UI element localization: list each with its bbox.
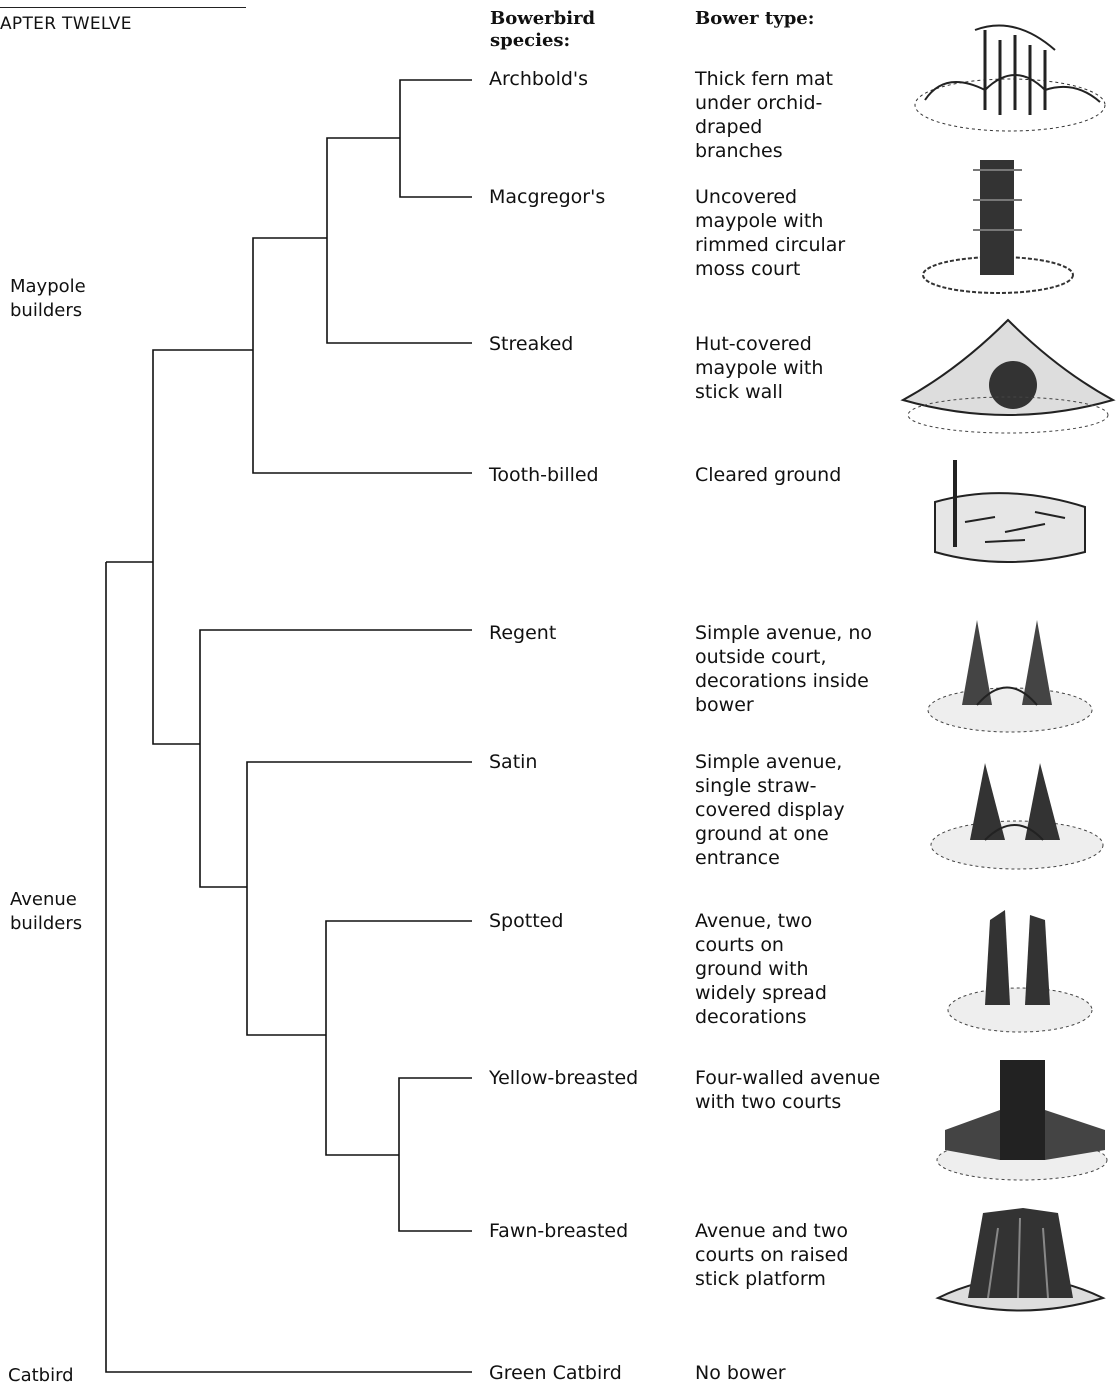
platform-avenue-drawing xyxy=(928,1198,1113,1328)
bower-description: Avenue, two courts on ground with widely… xyxy=(695,909,845,1029)
species-name: Spotted xyxy=(489,909,563,933)
bower-description: No bower xyxy=(695,1361,905,1385)
species-name: Regent xyxy=(489,621,556,645)
branch-satin xyxy=(247,762,472,1035)
species-name: Green Catbird xyxy=(489,1361,622,1385)
bower-description: Four-walled avenue with two courts xyxy=(695,1066,905,1114)
bower-description: Uncovered maypole with rimmed circular m… xyxy=(695,185,870,281)
species-name: Satin xyxy=(489,750,537,774)
bower-description: Avenue and two courts on raised stick pl… xyxy=(695,1219,875,1291)
bower-description: Simple avenue, no outside court, decorat… xyxy=(695,621,875,717)
species-name: Macgregor's xyxy=(489,185,605,209)
branch-maypole-clade xyxy=(153,350,253,744)
species-name: Archbold's xyxy=(489,67,588,91)
hut-bower-drawing xyxy=(898,310,1118,440)
maypole-bower-drawing xyxy=(918,150,1083,300)
cleared-ground-drawing xyxy=(925,452,1095,577)
four-walled-avenue-drawing xyxy=(930,1050,1115,1185)
two-court-avenue-drawing xyxy=(940,900,1100,1040)
branch-regent xyxy=(200,630,472,887)
bower-description: Hut-covered maypole with stick wall xyxy=(695,332,855,404)
species-name: Yellow-breasted xyxy=(489,1066,638,1090)
branch-tooth-billed xyxy=(253,238,472,473)
simple-avenue-bower-drawing xyxy=(922,610,1097,740)
straw-avenue-bower-drawing xyxy=(925,755,1110,875)
branch-catbird xyxy=(106,562,472,1372)
bower-description: Cleared ground xyxy=(695,463,905,487)
bower-description: Thick fern mat under orchid-draped branc… xyxy=(695,67,855,163)
species-name: Fawn-breasted xyxy=(489,1219,628,1243)
branch-yellow-fawn xyxy=(399,1078,472,1231)
species-name: Tooth-billed xyxy=(489,463,599,487)
bower-description: Simple avenue, single straw-covered disp… xyxy=(695,750,855,870)
fern-mat-bower-drawing xyxy=(905,10,1115,140)
species-name: Streaked xyxy=(489,332,573,356)
branch-archbolds-macgregors xyxy=(400,80,472,197)
